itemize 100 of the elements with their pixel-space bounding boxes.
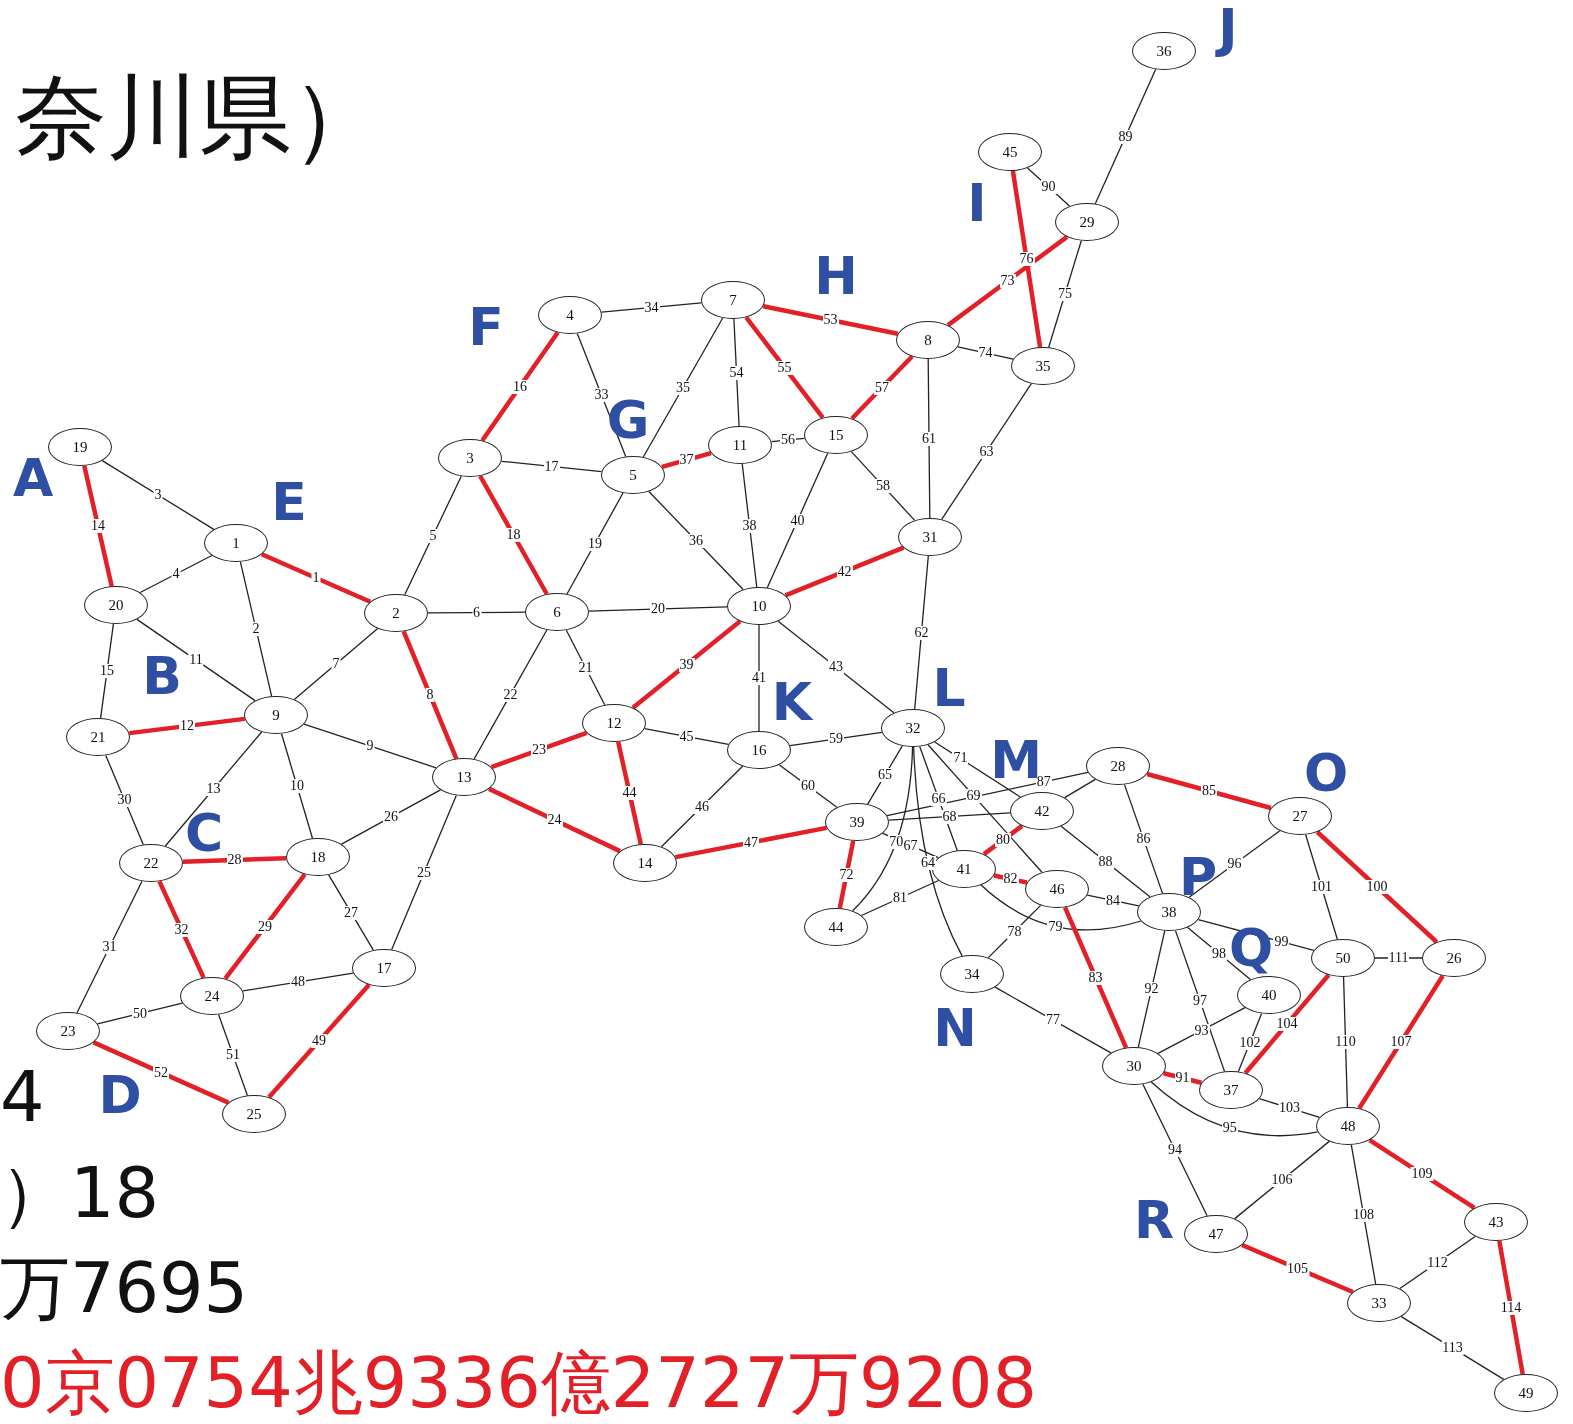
edge-label: 111 [1387,951,1410,965]
graph-node: 47 [1184,1215,1248,1253]
edge-line [1258,1098,1321,1118]
edge-label: 61 [921,431,937,446]
edge-label: 12 [179,719,195,733]
graph-node: 46 [1025,870,1089,908]
edge-label: 51 [225,1048,241,1062]
region-letter: E [271,476,307,528]
edge-line [631,619,742,710]
edge-line [1150,1081,1319,1137]
edge-line [1060,825,1151,898]
edge-label: 77 [1045,1013,1061,1027]
heading-text: 奈川県） [15,72,383,164]
edge-label: 108 [1352,1207,1375,1222]
edge-line [1234,1140,1330,1220]
region-letter: D [98,1069,142,1121]
graph-node: 40 [1237,976,1301,1014]
edge-label: 7 [331,657,341,671]
edge-line [1241,1242,1354,1295]
edge-label: 13 [205,782,222,796]
edge-label: 36 [688,533,704,548]
graph-node: 24 [180,977,244,1015]
edge-label: 27 [343,905,359,920]
edge-line [744,315,825,420]
edge-label: 75 [1057,287,1073,301]
edge-label: 112 [1426,1255,1449,1270]
edge-label: 71 [952,751,969,766]
edge-line [401,630,459,760]
graph-node: 18 [286,838,350,876]
count-text: 4 [0,1062,45,1132]
edge-label: 96 [1226,857,1243,871]
edge-label: 1 [311,571,321,585]
edge-label: 89 [1117,129,1134,144]
edge-label: 67 [902,838,919,853]
edge-label: 10 [289,779,305,793]
graph-node: 37 [1199,1071,1263,1109]
edge-label: 86 [1135,832,1152,846]
edge-label: 58 [875,479,891,493]
edge-line [946,235,1069,327]
edge-label: 107 [1389,1035,1413,1049]
edge-line [784,545,905,598]
edge-label: 63 [978,444,995,459]
edge-label: 3 [153,488,163,502]
graph-node: 12 [582,704,646,742]
edge-line [762,304,899,336]
count-text: 0京0754兆9336億2727万9208 [0,1348,1038,1418]
edge-label: 45 [678,729,695,744]
edge-line [927,744,1043,873]
edge-line [427,611,526,614]
edge-line [642,317,724,458]
edge-line [987,904,1042,959]
edge-label: 14 [90,519,106,533]
edge-label: 106 [1270,1173,1294,1187]
edge-line [661,450,712,470]
edge-line [850,451,916,521]
graph-node: 33 [1347,1284,1411,1322]
edge-line [293,627,379,701]
edge-label: 79 [1047,919,1064,934]
edge-line [934,741,1021,798]
edge-line [1137,930,1166,1048]
edge-line [777,620,895,714]
graph-node: 4 [538,296,602,334]
graph-node: 28 [1086,747,1150,785]
edge-label: 62 [913,625,930,640]
edge-line [982,824,1024,856]
edge-label: 76 [1018,252,1035,266]
edge-label: 24 [546,813,563,827]
graph-node: 6 [525,593,589,631]
edge-label: 39 [678,657,695,672]
graph-node: 17 [352,949,416,987]
edge-line [328,874,374,951]
graph-node: 26 [1422,939,1486,977]
graph-node: 34 [940,955,1004,993]
edge-line [837,840,856,909]
edge-label: 53 [822,313,839,327]
edge-label: 25 [416,865,432,880]
region-letter: N [933,1002,977,1054]
graph-node: 29 [1055,203,1119,241]
edge-line [615,741,644,845]
edge-line [164,731,263,847]
graph-node: 21 [66,718,130,756]
edge-line [850,354,914,421]
edge-label: 65 [877,768,893,782]
edge-label: 60 [800,779,816,793]
edge-line [1048,240,1082,348]
edge-label: 85 [1201,784,1217,798]
edge-label: 29 [257,919,273,934]
graph-node: 7 [701,281,765,319]
edge-line [129,716,245,736]
edge-label: 35 [675,380,691,395]
edge-line [1174,929,1226,1073]
edge-line [239,561,273,697]
edge-line [490,730,588,770]
edge-line [867,745,903,805]
edge-label: 52 [153,1065,169,1080]
edge-line [660,765,744,848]
graph-node: 16 [727,731,791,769]
edge-label: 101 [1310,880,1333,894]
edge-label: 103 [1278,1101,1301,1115]
edge-label: 114 [1499,1300,1523,1315]
